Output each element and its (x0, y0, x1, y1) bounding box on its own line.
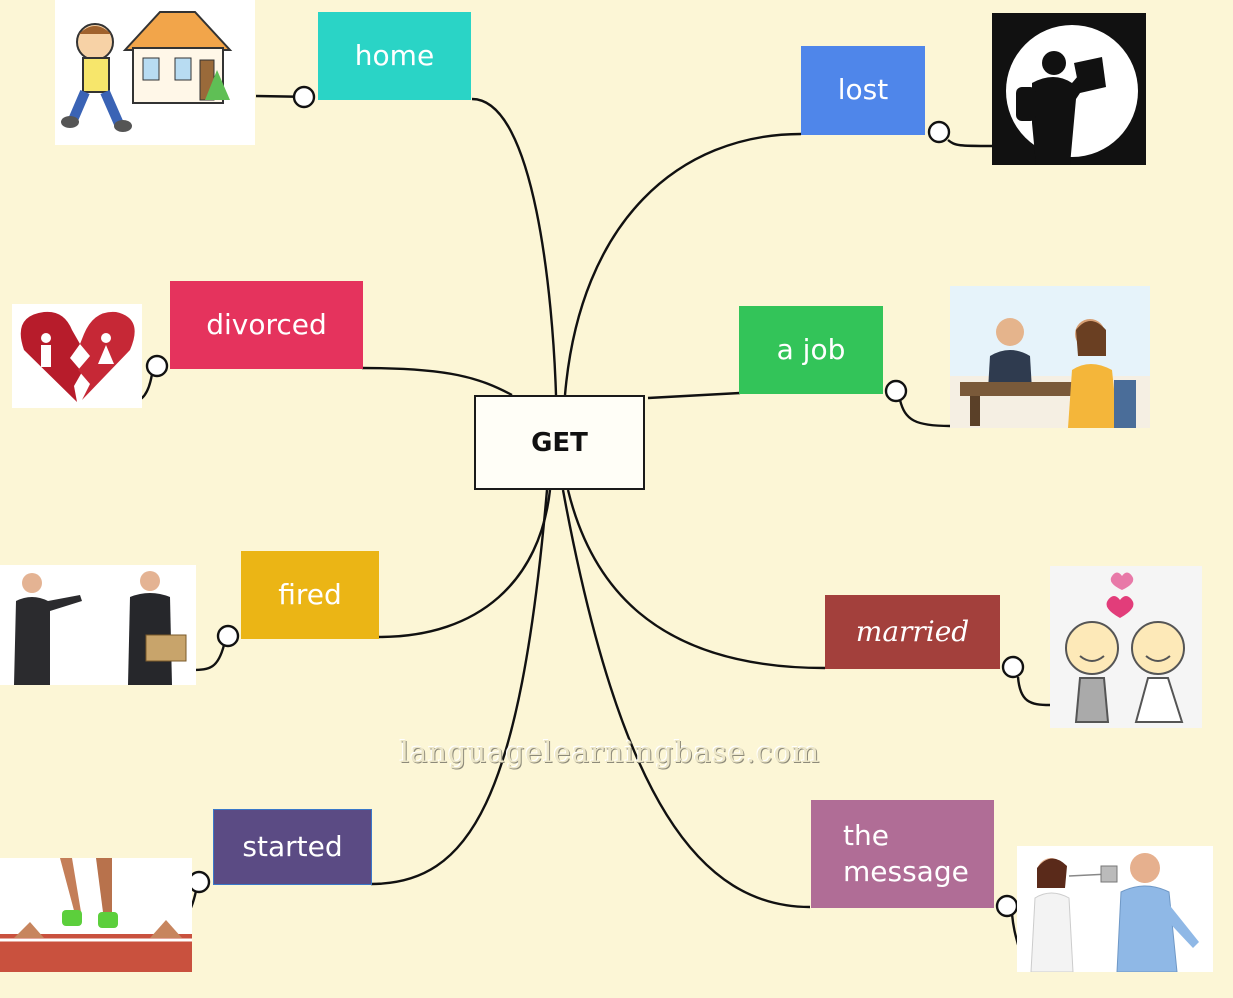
watermark: languagelearningbase.com (399, 735, 821, 769)
connector-handle[interactable] (216, 624, 240, 648)
connector-handle[interactable] (145, 354, 169, 378)
connector-handle[interactable] (187, 870, 211, 894)
boss-firing-employee-icon (0, 565, 196, 685)
connector-handle[interactable] (884, 379, 908, 403)
connector-handle[interactable] (292, 85, 316, 109)
tin-can-telephone-icon (1017, 846, 1213, 972)
topic-home[interactable]: home (318, 12, 471, 100)
topic-fired[interactable]: fired (241, 551, 379, 639)
topic-divorced[interactable]: divorced (170, 281, 363, 369)
bride-and-groom-icon (1050, 566, 1202, 728)
connector-handle[interactable] (927, 120, 951, 144)
boy-running-home-icon (55, 0, 255, 145)
broken-heart-couple-icon (12, 304, 142, 408)
central-topic[interactable]: GET (474, 395, 645, 490)
connector-handle[interactable] (995, 894, 1019, 918)
topic-a-job[interactable]: a job (739, 306, 883, 394)
silhouette-reading-map-icon (992, 13, 1146, 165)
connector-handle[interactable] (1001, 655, 1025, 679)
runner-starting-blocks-icon (0, 858, 192, 972)
topic-lost[interactable]: lost (801, 46, 925, 135)
topic-married[interactable]: married (825, 595, 1000, 669)
topic-started[interactable]: started (213, 809, 372, 885)
topic-the-message[interactable]: the message (811, 800, 994, 908)
job-interview-icon (950, 286, 1150, 428)
